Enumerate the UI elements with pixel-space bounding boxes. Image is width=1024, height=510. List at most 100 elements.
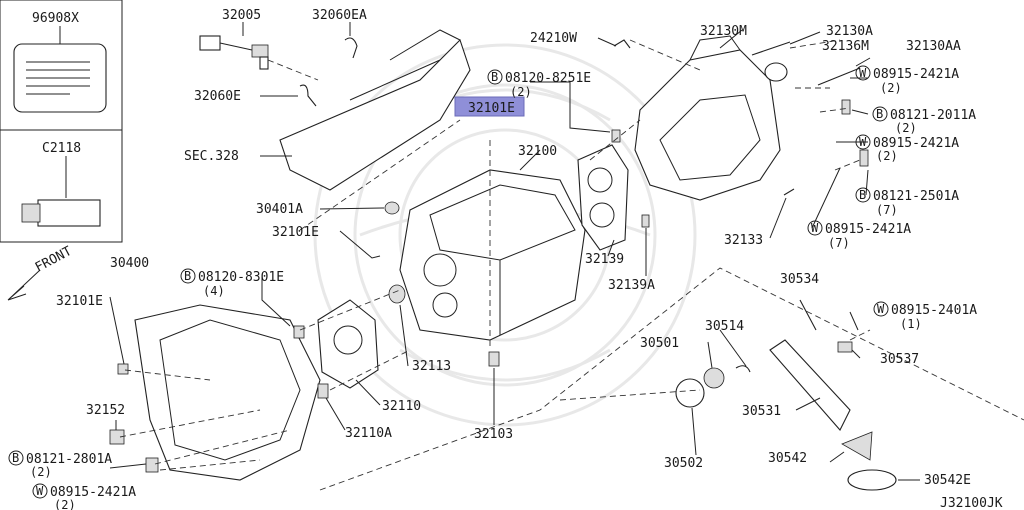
label-32101E-a[interactable]: 32101E — [272, 225, 319, 240]
bolt-08121-2011A[interactable] — [841, 99, 851, 115]
side-part-C2118[interactable]: C2118 — [42, 141, 81, 156]
label-32100[interactable]: 32100 — [518, 144, 557, 159]
bolt-32130A[interactable] — [751, 41, 791, 56]
qty-w08915-2421A-d: (2) — [54, 498, 76, 510]
label-b08120-8251E[interactable]: 08120-8251E — [505, 71, 591, 86]
prefix-b: B — [12, 451, 19, 465]
part-32136M-oil-seal[interactable] — [764, 62, 788, 82]
part-30501-sleeve[interactable] — [703, 367, 725, 389]
shift-housing-sec328[interactable] — [279, 29, 471, 191]
grease-tube — [21, 199, 101, 227]
bolt-08120-8301E[interactable] — [293, 325, 305, 339]
part-30514-clip[interactable] — [735, 365, 751, 373]
part-32103-drain-plug[interactable] — [488, 351, 500, 367]
label-32101E-b[interactable]: 32101E — [56, 294, 103, 309]
label-32152[interactable]: 32152 — [86, 403, 125, 418]
part-32113-seal[interactable] — [388, 284, 406, 304]
label-b08120-8301E[interactable]: 08120-8301E — [198, 270, 284, 285]
prefix-b: B — [876, 107, 883, 121]
label-30542[interactable]: 30542 — [768, 451, 807, 466]
qty-b08121-2011A: (2) — [895, 121, 917, 135]
label-32139A[interactable]: 32139A — [608, 278, 655, 293]
qty-w08915-2421A-b: (2) — [876, 149, 898, 163]
prefix-w: W — [877, 302, 885, 316]
label-30502[interactable]: 30502 — [664, 456, 703, 471]
label-30534[interactable]: 30534 — [780, 272, 819, 287]
prefix-w: W — [859, 135, 867, 149]
label-32130M[interactable]: 32130M — [700, 24, 747, 39]
label-24210W[interactable]: 24210W — [530, 31, 577, 46]
label-32060EA[interactable]: 32060EA — [312, 8, 367, 23]
bolt-32110A[interactable] — [317, 383, 329, 399]
part-30502-release-bearing[interactable] — [675, 378, 705, 408]
label-w08915-2421A-b[interactable]: 08915-2421A — [873, 136, 959, 151]
label-32103[interactable]: 32103 — [474, 427, 513, 442]
label-30537[interactable]: 30537 — [880, 352, 919, 367]
part-32060E-clip[interactable] — [299, 84, 317, 107]
label-30542E[interactable]: 30542E — [924, 473, 971, 488]
bolt-08121-2501A[interactable] — [859, 149, 869, 167]
side-part-96908X[interactable]: 96908X — [32, 11, 79, 26]
label-32005[interactable]: 32005 — [222, 8, 261, 23]
bolt-08121-2801A[interactable] — [145, 457, 159, 473]
leader-lines — [109, 22, 920, 481]
label-32130A[interactable]: 32130A — [826, 24, 873, 39]
label-b08121-2801A[interactable]: 08121-2801A — [26, 452, 112, 467]
qty-b08121-2801A: (2) — [30, 465, 52, 479]
part-30401A-plug[interactable] — [384, 201, 400, 215]
label-32060E[interactable]: 32060E — [194, 89, 241, 104]
part-32110-front-cover[interactable] — [317, 299, 379, 389]
part-30400-clutch-housing[interactable] — [134, 304, 321, 481]
label-32113[interactable]: 32113 — [412, 359, 451, 374]
pin-32101E[interactable] — [117, 363, 129, 375]
part-30542E-ring[interactable] — [847, 469, 897, 491]
label-w08915-2401A[interactable]: 08915-2401A — [891, 303, 977, 318]
bolt-08120-8251E[interactable] — [611, 129, 621, 143]
label-30401A[interactable]: 30401A — [256, 202, 303, 217]
qty-b08120-8251E: (2) — [510, 85, 532, 99]
part-32139-cover[interactable] — [577, 144, 629, 251]
callout-labels: 32005 32060EA 32060E SEC.328 24210W 3213… — [8, 8, 1003, 510]
label-32110[interactable]: 32110 — [382, 399, 421, 414]
assembly-lines — [119, 39, 1024, 491]
label-32101E-highlighted[interactable]: 32101E — [468, 101, 515, 116]
part-30531-withdrawal-lever[interactable] — [769, 339, 851, 431]
part-32133-pin[interactable] — [783, 188, 795, 196]
qty-w08915-2421A-a: (2) — [880, 81, 902, 95]
label-30514[interactable]: 30514 — [705, 319, 744, 334]
part-30537-pivot[interactable] — [837, 341, 853, 353]
bolt-32130AA[interactable] — [817, 67, 861, 86]
label-32133[interactable]: 32133 — [724, 233, 763, 248]
qty-b08120-8301E: (4) — [203, 284, 225, 298]
part-30534-spring[interactable] — [799, 299, 817, 331]
prefix-w: W — [811, 221, 819, 235]
front-indicator: FRONT — [7, 244, 75, 301]
label-30400[interactable]: 30400 — [110, 256, 149, 271]
label-w08915-2421A-a[interactable]: 08915-2421A — [873, 67, 959, 82]
label-30531[interactable]: 30531 — [742, 404, 781, 419]
label-sec328[interactable]: SEC.328 — [184, 149, 239, 164]
label-32110A[interactable]: 32110A — [345, 426, 392, 441]
prefix-b: B — [859, 188, 866, 202]
qty-w08915-2401A: (1) — [900, 317, 922, 331]
label-w08915-2421A-d[interactable]: 08915-2421A — [50, 485, 136, 500]
part-32005-sensor[interactable] — [199, 35, 269, 70]
label-32130AA[interactable]: 32130AA — [906, 39, 961, 54]
label-30501[interactable]: 30501 — [640, 336, 679, 351]
front-label: FRONT — [33, 244, 75, 276]
label-32139[interactable]: 32139 — [585, 252, 624, 267]
part-32130M-extension-housing[interactable] — [634, 35, 781, 201]
part-32100-transmission-case[interactable] — [399, 169, 586, 341]
label-b08121-2011A[interactable]: 08121-2011A — [890, 108, 976, 123]
label-b08121-2501A[interactable]: 08121-2501A — [873, 189, 959, 204]
part-32060EA-clip[interactable] — [344, 37, 358, 59]
label-32136M[interactable]: 32136M — [822, 39, 869, 54]
part-24210W-clip[interactable] — [613, 39, 631, 49]
bolt-32152[interactable] — [109, 429, 125, 445]
prefix-w: W — [36, 484, 44, 498]
label-w08915-2421A-c[interactable]: 08915-2421A — [825, 222, 911, 237]
bolt-32139A[interactable] — [641, 214, 650, 228]
part-30542-boot[interactable] — [841, 431, 873, 461]
